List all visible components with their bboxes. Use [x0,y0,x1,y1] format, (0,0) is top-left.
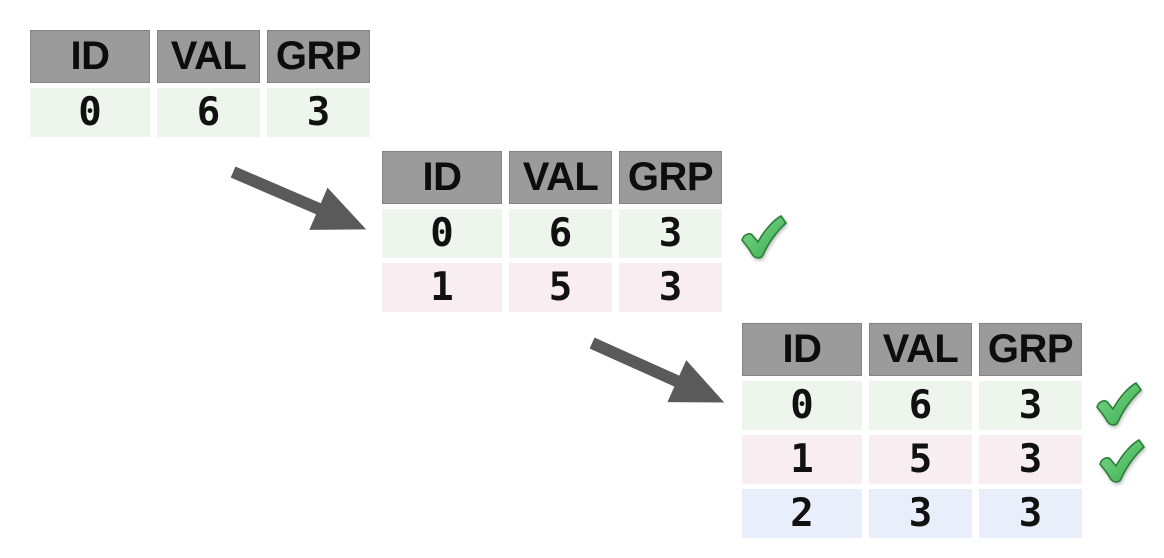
table-step-2: ID VAL GRP 0 6 3 1 5 3 [382,151,722,312]
table-cell-val: 6 [157,88,260,137]
table-cell-grp: 3 [267,88,370,137]
checkmark-icon [741,215,787,259]
column-header-val: VAL [157,30,260,83]
checkmark-icon [1099,439,1145,483]
column-header-id: ID [382,151,502,204]
table-cell-id: 0 [30,88,150,137]
checkmark-icon [1096,382,1142,426]
table-cell-val: 6 [869,381,972,430]
table-cell-val: 5 [509,263,612,312]
table-cell-grp: 3 [619,263,722,312]
table-step-1: ID VAL GRP 0 6 3 [30,30,370,137]
arrow-icon [230,166,367,230]
arrow-icon [589,337,725,403]
column-header-val: VAL [509,151,612,204]
column-header-grp: GRP [619,151,722,204]
table-cell-id: 1 [382,263,502,312]
table-cell-grp: 3 [979,489,1082,538]
table-cell-val: 3 [869,489,972,538]
column-header-id: ID [30,30,150,83]
table-step-3: ID VAL GRP 0 6 3 1 5 3 2 3 3 [742,323,1082,538]
column-header-grp: GRP [267,30,370,83]
table-cell-grp: 3 [619,209,722,258]
table-cell-val: 6 [509,209,612,258]
table-cell-grp: 3 [979,381,1082,430]
column-header-id: ID [742,323,862,376]
column-header-grp: GRP [979,323,1082,376]
table-cell-id: 1 [742,435,862,484]
table-cell-id: 0 [742,381,862,430]
table-cell-id: 2 [742,489,862,538]
table-cell-id: 0 [382,209,502,258]
column-header-val: VAL [869,323,972,376]
table-cell-val: 5 [869,435,972,484]
table-cell-grp: 3 [979,435,1082,484]
